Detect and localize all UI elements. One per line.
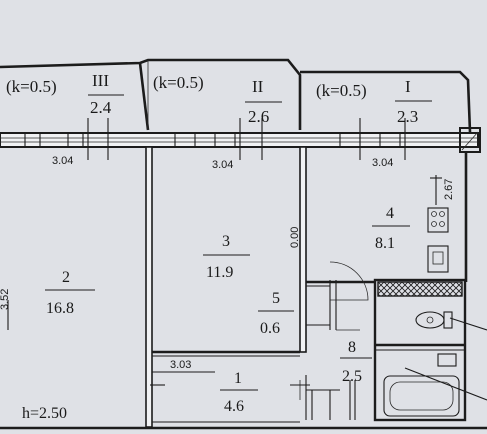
balcony-1-area: 2.3 — [397, 107, 418, 126]
room-3-number: 3 — [222, 233, 230, 250]
bathtub-icon — [383, 367, 487, 417]
washbasin-icon — [437, 353, 457, 367]
balcony-2-number: II — [252, 77, 264, 96]
room-8-number: 8 — [348, 339, 356, 356]
kitchen-side-dimension: 2.67 — [443, 179, 455, 200]
kitchen-stove-icon — [427, 207, 449, 233]
hall-width-dimension: 3.03 — [170, 359, 191, 371]
kitchen-sink-icon — [427, 245, 449, 273]
room-1-number: 1 — [234, 370, 242, 387]
partition-dimension: 0.00 — [289, 227, 301, 248]
balcony-1-number: I — [405, 77, 411, 96]
toilet-icon — [415, 311, 487, 331]
room-4-area: 8.1 — [375, 235, 395, 252]
balcony-1-coef: (k=0.5) — [316, 81, 367, 100]
room-1-area: 4.6 — [224, 398, 244, 415]
ceiling-height: h=2.50 — [22, 405, 67, 422]
balcony-3-number: III — [92, 71, 109, 90]
room-3-area: 11.9 — [206, 264, 233, 281]
door-swings — [150, 261, 369, 400]
balcony-2-coef: (k=0.5) — [153, 73, 204, 92]
interior-walls — [0, 146, 487, 430]
room-2-area: 16.8 — [46, 300, 74, 317]
room-2-number: 2 — [62, 269, 70, 286]
room-8-area: 2.5 — [342, 368, 362, 385]
room-4-number: 4 — [386, 205, 394, 222]
room-5-number: 5 — [272, 290, 280, 307]
room-left-depth-dimension: 3.52 — [0, 289, 11, 310]
room-5-area: 0.6 — [260, 320, 280, 337]
balcony-3-coef: (k=0.5) — [6, 77, 57, 96]
window-width-middle: 3.04 — [212, 159, 233, 171]
dimension-lines — [7, 175, 442, 373]
balcony-3-area: 2.4 — [90, 98, 112, 117]
balcony-outline — [0, 58, 472, 133]
window-width-left: 3.04 — [52, 155, 73, 167]
window-width-right: 3.04 — [372, 157, 393, 169]
balcony-2-area: 2.6 — [248, 107, 269, 126]
facade-wall — [0, 118, 481, 160]
